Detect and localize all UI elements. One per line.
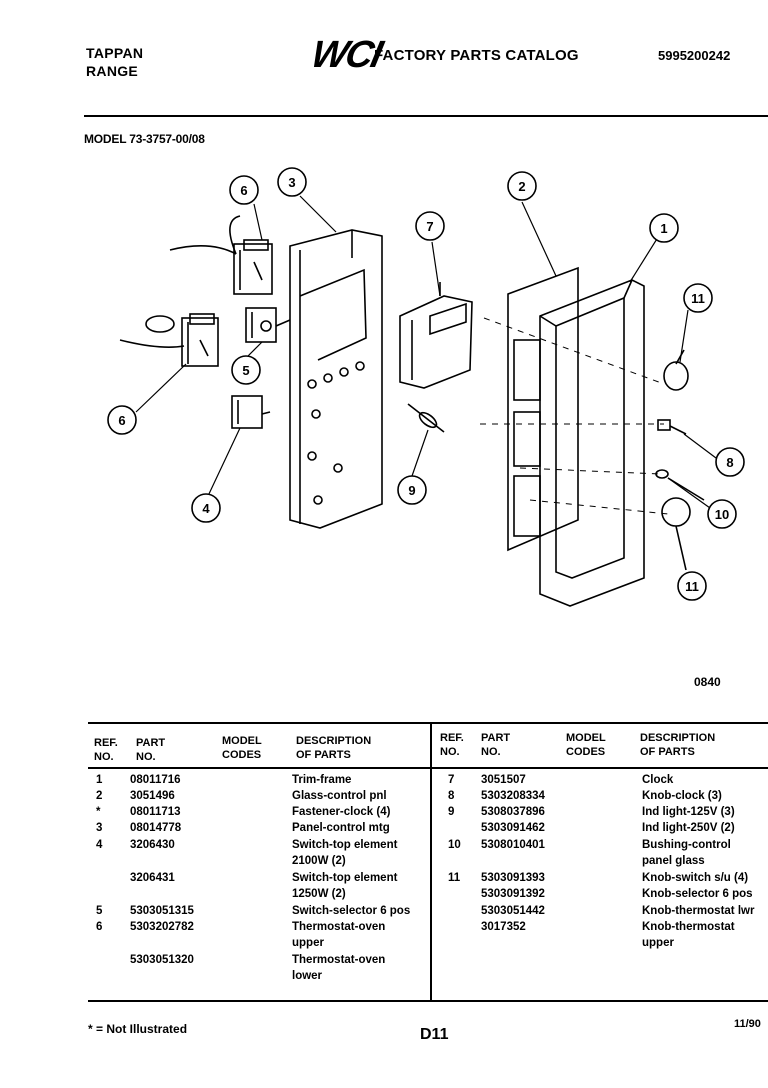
not-illustrated-note: * = Not Illustrated [88, 1022, 188, 1036]
callout-2: 2 [507, 171, 537, 201]
exploded-parts-diagram: 6 3 2 1 7 11 5 6 4 9 8 10 11 [107, 167, 745, 607]
bushing-part [655, 469, 705, 501]
brand-line-1: TAPPAN [86, 45, 144, 61]
table-header-rule [88, 767, 768, 769]
callout-6-lower: 6 [107, 405, 137, 435]
header-ref-left: REF.NO. [94, 737, 118, 763]
wci-logo: WCI [307, 34, 385, 76]
svg-text:6: 6 [240, 183, 247, 198]
catalog-date: 11/90 [734, 1018, 761, 1030]
thermostat-upper-part [169, 215, 273, 295]
callout-11-upper: 11 [683, 283, 713, 313]
svg-text:8: 8 [726, 455, 733, 470]
control-glass-part [507, 266, 579, 552]
knob-upper-part [663, 349, 689, 391]
svg-text:11: 11 [685, 579, 699, 594]
callout-5: 5 [231, 355, 261, 385]
callout-4: 4 [191, 493, 221, 523]
selector-switch-part [245, 307, 291, 343]
brand-block: TAPPAN RANGE [86, 44, 143, 80]
clock-knob-part [657, 419, 687, 435]
header-ref-right: REF.NO. [440, 732, 464, 758]
svg-text:6: 6 [118, 413, 125, 428]
header-rule [84, 115, 768, 117]
trim-frame-part [539, 279, 645, 607]
svg-text:7: 7 [426, 219, 433, 234]
callout-11-lower: 11 [677, 571, 707, 601]
svg-text:11: 11 [691, 291, 705, 306]
catalog-title: FACTORY PARTS CATALOG [374, 47, 579, 64]
callout-8: 8 [715, 447, 745, 477]
callout-6-upper: 6 [229, 175, 259, 205]
callout-9: 9 [397, 475, 427, 505]
callout-3: 3 [277, 167, 307, 197]
callout-1: 1 [649, 213, 679, 243]
table-bottom-rule [88, 1000, 768, 1002]
svg-text:2: 2 [518, 179, 525, 194]
table-divider [430, 724, 432, 1000]
svg-text:4: 4 [202, 501, 210, 516]
brand-line-2: RANGE [86, 63, 139, 79]
page-id: D11 [420, 1026, 449, 1043]
indicator-light-part [407, 403, 445, 433]
callout-7: 7 [415, 211, 445, 241]
callout-10: 10 [707, 499, 737, 529]
svg-text:3: 3 [288, 175, 295, 190]
svg-text:5: 5 [242, 363, 249, 378]
clock-part [399, 282, 473, 389]
svg-text:1: 1 [660, 221, 667, 236]
knob-lower-part [661, 497, 691, 571]
catalog-number: 5995200242 [658, 48, 731, 63]
figure-code: 0840 [694, 675, 721, 689]
control-mounting-panel-part [289, 229, 383, 529]
svg-text:9: 9 [408, 483, 415, 498]
model-label: MODEL 73-3757-00/08 [84, 132, 205, 146]
thermostat-lower-part [119, 313, 219, 367]
table-top-rule [88, 722, 768, 724]
svg-text:10: 10 [715, 507, 729, 522]
element-switch-part [231, 395, 271, 429]
